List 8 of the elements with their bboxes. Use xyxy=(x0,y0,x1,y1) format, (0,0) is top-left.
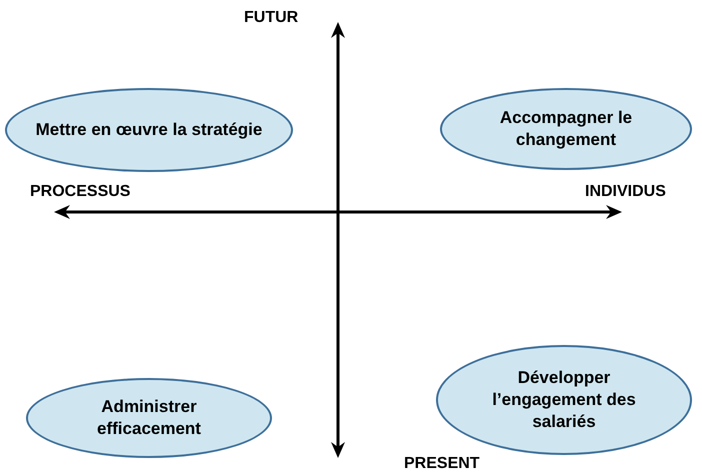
axis-label: PROCESSUS xyxy=(30,182,130,202)
axis-label: FUTUR xyxy=(244,8,298,28)
node-label: Mettre en œuvre la stratégie xyxy=(36,119,262,141)
node-label: Développer l’engagement des salariés xyxy=(491,367,637,433)
node-label: Accompagner le changement xyxy=(498,107,634,151)
axis-label: PRESENT xyxy=(404,454,480,474)
node-label: Administrer efficacement xyxy=(96,396,202,440)
axis-label: INDIVIDUS xyxy=(585,182,666,202)
